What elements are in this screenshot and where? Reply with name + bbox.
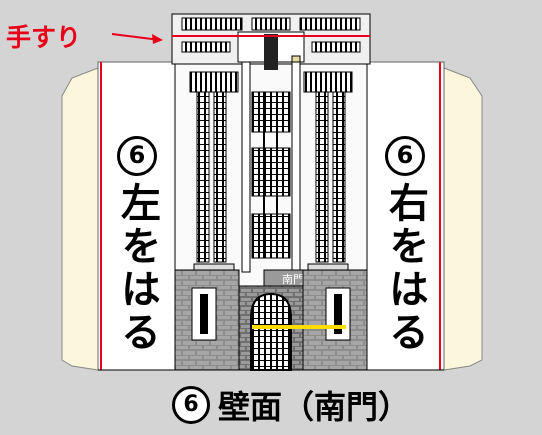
- caption-number: 6: [172, 386, 210, 424]
- lower-right-window-bar: [334, 294, 342, 334]
- center-left-pilaster: [241, 61, 251, 273]
- right-panel-label: 6 右をはる: [366, 136, 444, 354]
- handrail-arrow-icon: [111, 33, 163, 44]
- left-panel-number: 6: [117, 136, 157, 176]
- right-tower-windows: [303, 71, 353, 341]
- left-glue-tab: [61, 67, 99, 371]
- left-panel-label: 6 左をはる: [98, 136, 176, 354]
- right-glue-tab: [443, 67, 483, 371]
- left-wall-panel: [97, 61, 177, 371]
- caption-text: 壁面（南門）: [218, 388, 411, 426]
- center-windows: [251, 91, 291, 259]
- right-panel-number: 6: [385, 136, 425, 176]
- handrail-label: 手すり: [6, 23, 82, 52]
- lower-left-window-bar: [200, 294, 208, 334]
- right-panel-text: 右をはる: [382, 182, 428, 354]
- center-right-pilaster: [291, 61, 301, 273]
- left-panel-text: 左をはる: [114, 182, 160, 354]
- gate-plaque-text: 南門: [282, 273, 304, 286]
- parapet: [171, 13, 371, 70]
- right-wall-panel: [365, 61, 445, 371]
- caption: 6 壁面（南門）: [172, 383, 442, 427]
- arched-gate: [250, 292, 292, 371]
